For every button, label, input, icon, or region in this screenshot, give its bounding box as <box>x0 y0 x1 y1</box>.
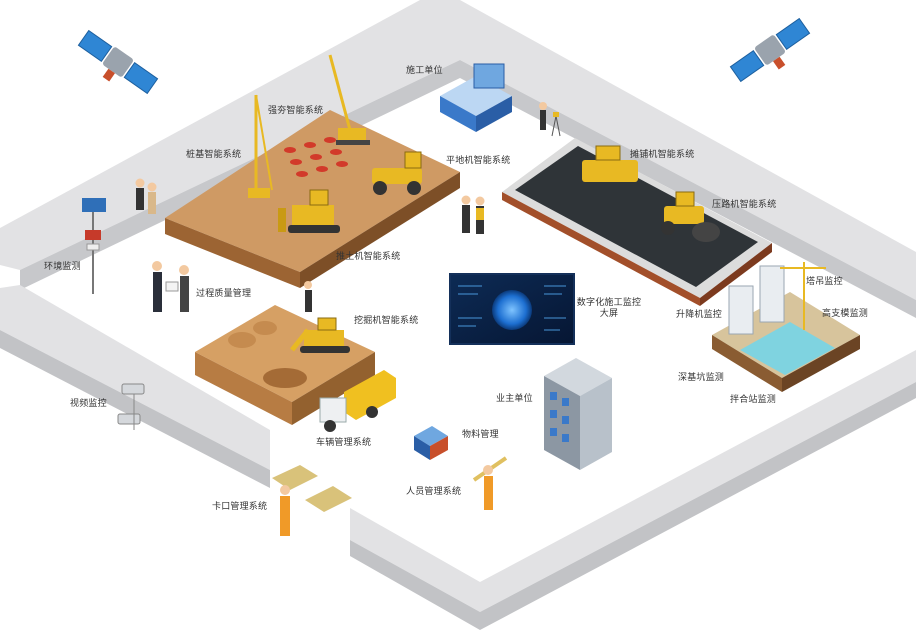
material-crates-icon <box>414 426 448 460</box>
label-construction-unit: 施工单位 <box>406 66 443 76</box>
label-environment-monitoring: 环境监测 <box>44 262 81 272</box>
building-construction-platform <box>712 262 860 392</box>
pile-driver-icon <box>248 94 273 198</box>
excavator-icon <box>290 317 350 353</box>
label-material-management: 物料管理 <box>462 430 499 440</box>
compaction-points <box>284 137 348 177</box>
construction-unit-building-icon <box>440 63 512 132</box>
worker-with-beam-icon <box>472 456 508 510</box>
label-leveler-system: 平地机智能系统 <box>446 156 511 166</box>
paver-icon <box>582 145 638 182</box>
label-deep-pit-monitoring: 深基坑监测 <box>678 373 725 383</box>
satellite-icon <box>729 17 811 83</box>
label-gate-management: 卡口管理系统 <box>212 502 268 512</box>
label-personnel-management: 人员管理系统 <box>406 487 462 497</box>
worker-icon <box>461 195 485 234</box>
label-pile-system: 桩基智能系统 <box>186 150 242 160</box>
worker-icon <box>135 178 157 214</box>
label-digital-dashboard: 数字化施工监控大屏 <box>576 298 642 319</box>
bulldozer-icon <box>278 189 340 233</box>
label-owner-unit: 业主单位 <box>496 394 533 404</box>
label-paver-system: 摊铺机智能系统 <box>630 150 695 160</box>
label-mixing-station-monitoring: 拌合站监测 <box>730 395 777 405</box>
worker-icon <box>304 281 312 312</box>
label-tower-crane-monitor: 塔吊监控 <box>806 277 843 287</box>
digital-dashboard-screen <box>449 273 575 345</box>
label-roller-system: 压路机智能系统 <box>712 200 777 210</box>
excavation-pit <box>195 305 375 425</box>
gate-guard-icon <box>280 485 290 536</box>
label-bulldozer-system: 推土机智能系统 <box>336 252 401 262</box>
environment-monitor-station-icon <box>82 198 106 294</box>
crawler-crane-icon <box>328 54 370 145</box>
leveler-icon <box>372 151 422 195</box>
label-process-quality-management: 过程质量管理 <box>196 289 252 299</box>
label-high-formwork-monitoring: 高支模监测 <box>822 309 869 319</box>
road-roller-icon <box>661 191 720 242</box>
quality-inspector-icon <box>152 261 189 312</box>
dump-truck-icon <box>319 370 396 432</box>
label-hoist-monitor: 升降机监控 <box>676 310 723 320</box>
label-vehicle-management: 车辆管理系统 <box>316 438 372 448</box>
owner-unit-building-icon <box>544 358 612 470</box>
surveyor-icon <box>539 102 561 137</box>
label-dynamic-compaction-system: 强夯智能系统 <box>268 106 324 116</box>
gate-barrier-tiles <box>272 465 352 512</box>
label-video-monitoring: 视频监控 <box>70 399 107 409</box>
cctv-camera-icon <box>117 383 145 430</box>
satellite-icon <box>77 29 159 95</box>
label-excavator-system: 挖掘机智能系统 <box>354 316 419 326</box>
road-platform <box>502 138 772 306</box>
